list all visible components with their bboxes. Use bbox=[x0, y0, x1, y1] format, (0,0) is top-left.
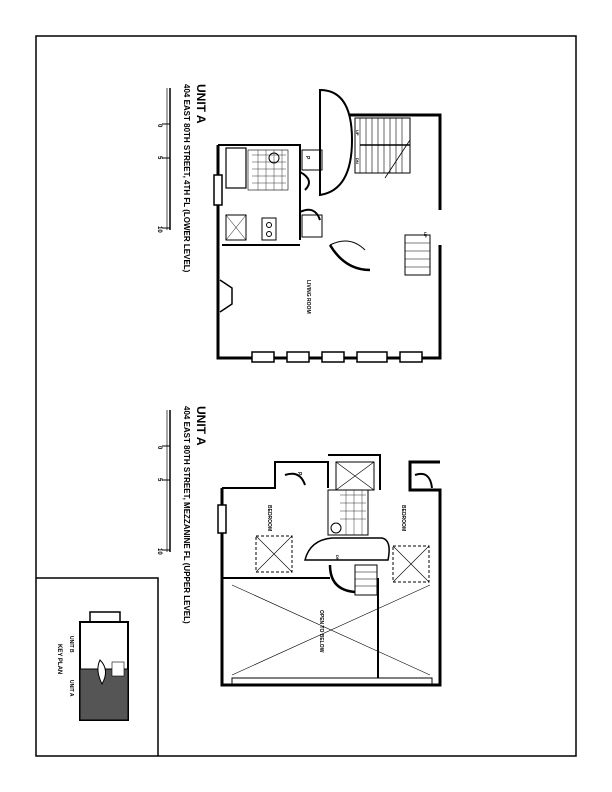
scale-tick-label: 0 bbox=[156, 124, 162, 128]
stair-label: UP bbox=[355, 130, 360, 136]
upper-plan-scale-bar: 0 5 10 bbox=[156, 410, 171, 555]
key-plan: KEY PLAN UNIT B UNIT A bbox=[56, 611, 129, 721]
upper-plan-title-block: UNIT A 404 EAST 80TH STREET, MEZZANINE F… bbox=[156, 406, 208, 624]
lower-room-label: LIVING ROOM bbox=[305, 280, 311, 314]
scale-tick-label: 10 bbox=[156, 226, 162, 233]
key-plan-title: KEY PLAN bbox=[56, 644, 62, 674]
stair-label: DN bbox=[335, 555, 340, 561]
scale-tick-label: 10 bbox=[156, 548, 162, 555]
sheet-border bbox=[35, 35, 577, 757]
closet-label: P bbox=[296, 472, 302, 476]
upper-plan-address: 404 EAST 80TH STREET, MEZZANINE FL (UPPE… bbox=[182, 406, 191, 624]
stair-label: DN bbox=[355, 158, 360, 164]
key-plan-unit-a: UNIT A bbox=[68, 680, 74, 697]
lower-plan-unit-title: UNIT A bbox=[194, 84, 208, 124]
lower-level-plan bbox=[213, 88, 442, 363]
stair-label: UP bbox=[423, 232, 428, 238]
upper-plan-unit-title: UNIT A bbox=[194, 406, 208, 446]
bedroom-label: BEDROOM bbox=[266, 505, 272, 531]
lower-plan-title-block: UNIT A 404 EAST 80TH STREET, 4TH FL (LOW… bbox=[156, 84, 208, 273]
scale-tick-label: 0 bbox=[156, 446, 162, 450]
open-to-below-label: OPEN TO BELOW bbox=[318, 610, 324, 653]
upper-level-plan bbox=[217, 454, 442, 687]
key-plan-border bbox=[36, 577, 159, 756]
scale-tick-label: 5 bbox=[156, 478, 162, 482]
scale-tick-label: 5 bbox=[156, 156, 162, 160]
key-plan-unit-b: UNIT B bbox=[68, 636, 74, 653]
closet-label: P bbox=[304, 156, 310, 160]
lower-plan-scale-bar: 0 5 10 bbox=[156, 88, 171, 233]
lower-plan-address: 404 EAST 80TH STREET, 4TH FL (LOWER LEVE… bbox=[182, 84, 191, 273]
bedroom-label: BEDROOM bbox=[400, 505, 406, 531]
